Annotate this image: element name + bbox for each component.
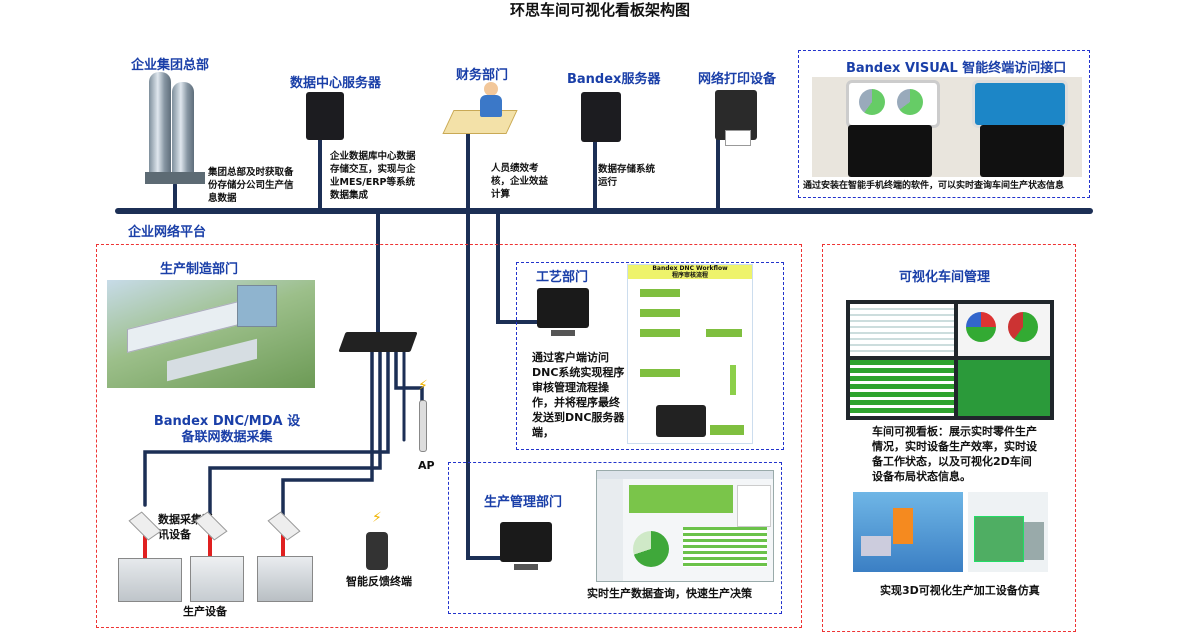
factory-aerial-image	[107, 280, 315, 388]
hq-description: 集团总部及时获取备份存储分公司生产信息数据	[208, 167, 294, 204]
dnc-workflow-chart: Bandex DNC Workflow 程序审核流程	[627, 264, 753, 444]
dnc-mda-label: Bandex DNC/MDA 设备联网数据采集	[153, 414, 301, 445]
process-monitor-icon	[537, 288, 589, 336]
process-dept-label: 工艺部门	[536, 270, 589, 285]
network-platform-label: 企业网络平台	[128, 225, 207, 240]
cnc-machine-3	[257, 556, 313, 602]
management-description: 实时生产数据查询，快速生产决策	[587, 587, 752, 600]
ap-label: AP	[418, 459, 435, 472]
server-icon	[306, 92, 344, 140]
wifi-signal-icon: ⚡	[418, 378, 428, 394]
visual-mgmt-description: 车间可视看板：展示实时零件生产情况，实时设备生产效率，实时设备工作状态，以及可视…	[872, 425, 1037, 483]
process-description: 通过客户端访问DNC系统实现程序审核管理流程操作，并将程序最终发送到DNC服务器…	[532, 351, 625, 439]
visual-interface-label: Bandex VISUAL 智能终端访问接口	[846, 61, 1067, 76]
process-dept-box	[516, 262, 784, 450]
office-worker-icon	[440, 82, 520, 137]
visual-interface-description: 通过安装在智能手机终端的软件，可以实时查询车间生产状态信息	[803, 181, 1065, 191]
datacenter-label: 数据中心服务器	[290, 76, 382, 91]
visual-interface-box	[798, 50, 1090, 198]
hq-label: 企业集团总部	[131, 58, 210, 73]
visual-mgmt-label: 可视化车间管理	[899, 270, 991, 285]
handheld-terminal-icon	[366, 532, 388, 570]
bandex-server-icon	[581, 92, 621, 142]
workflow-subtitle: 程序审核流程	[671, 272, 708, 279]
page-title: 环思车间可视化看板架构图	[509, 1, 690, 19]
access-point-icon	[415, 400, 429, 455]
cnc-machine-2	[190, 556, 244, 602]
printer-label: 网络打印设备	[698, 72, 777, 87]
hq-building-image	[145, 72, 205, 184]
bandex-server-label: Bandex服务器	[567, 72, 661, 87]
3d-simulation-label: 实现3D可视化生产加工设备仿真	[880, 584, 1040, 597]
bandex-server-description: 数据存储系统运行	[598, 164, 656, 188]
signal-icon: ⚡	[372, 510, 382, 526]
finance-description: 人员绩效考核，企业效益计算	[491, 163, 549, 200]
3d-simulation-image-1	[853, 492, 963, 572]
equipment-label: 生产设备	[183, 605, 227, 618]
kanban-screens-photo	[846, 300, 1054, 420]
visual-mgmt-box	[822, 244, 1076, 632]
network-switch-icon	[338, 332, 418, 352]
finance-label: 财务部门	[456, 68, 509, 83]
management-monitor-icon	[500, 522, 552, 570]
phone-photo	[812, 77, 1082, 177]
printer-icon	[715, 90, 757, 146]
workflow-title: Bandex DNC Workflow	[652, 265, 728, 272]
production-dept-label: 生产制造部门	[160, 262, 239, 277]
management-dept-box	[448, 462, 782, 614]
management-dept-label: 生产管理部门	[484, 495, 563, 510]
3d-simulation-image-2	[968, 492, 1048, 572]
feedback-terminal-label: 智能反馈终端	[346, 575, 412, 588]
production-area-box	[96, 244, 802, 628]
cnc-machine-1	[118, 558, 182, 602]
production-dashboard-screenshot	[596, 470, 774, 582]
datacenter-description: 企业数据库中心数据存储交互，实现与企业MES/ERP等系统数据集成	[330, 151, 416, 201]
